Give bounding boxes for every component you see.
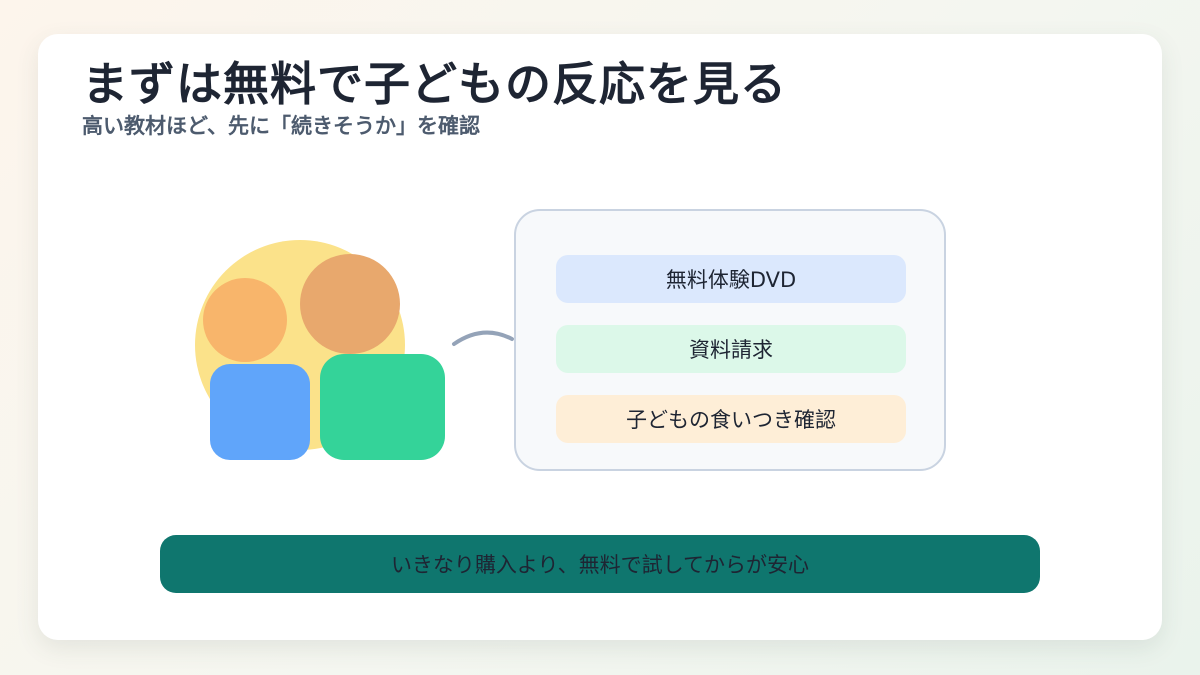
options-bubble: 無料体験DVD 資料請求 子どもの食いつき確認 bbox=[514, 209, 946, 471]
child-head-icon bbox=[203, 278, 287, 362]
parent-body-icon bbox=[320, 354, 445, 460]
option-label: 資料請求 bbox=[689, 338, 773, 362]
option-label: 子どもの食いつき確認 bbox=[626, 408, 836, 432]
option-pill-trial-dvd: 無料体験DVD bbox=[556, 255, 906, 303]
bottom-banner: いきなり購入より、無料で試してからが安心 bbox=[160, 535, 1040, 593]
child-body-icon bbox=[210, 364, 310, 460]
option-pill-engagement-check: 子どもの食いつき確認 bbox=[556, 395, 906, 443]
option-pill-brochure: 資料請求 bbox=[556, 325, 906, 373]
illustration: 無料体験DVD 資料請求 子どもの食いつき確認 bbox=[38, 34, 1162, 640]
option-label: 無料体験DVD bbox=[665, 268, 797, 292]
slide-subtitle: 高い教材ほど、先に「続きそうか」を確認 bbox=[82, 114, 480, 138]
slide-card: まずは無料で子どもの反応を見る 高い教材ほど、先に「続きそうか」を確認 無料体験… bbox=[38, 34, 1162, 640]
slide-title: まずは無料で子どもの反応を見る bbox=[82, 57, 787, 111]
parent-head-icon bbox=[300, 254, 400, 354]
speech-connector-icon bbox=[452, 330, 514, 346]
banner-text: いきなり購入より、無料で試してからが安心 bbox=[390, 553, 810, 577]
